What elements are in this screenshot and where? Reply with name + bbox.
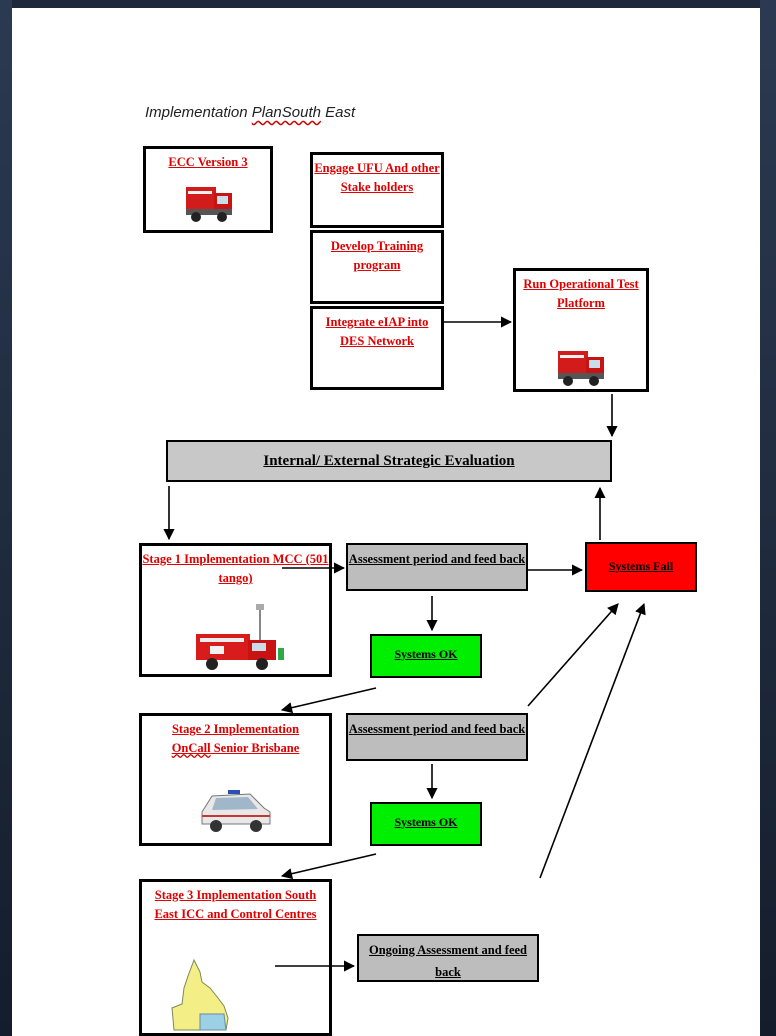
stage2-label-suffix: Senior Brisbane [210,741,300,755]
strategic-evaluation-label: Internal/ External Strategic Evaluation [263,453,515,469]
arrow-ok2-to-stage3 [280,853,377,880]
assessment-period-label-2: Assessment period and feed back [348,722,526,736]
arrow-assessment2-to-fail [527,603,619,707]
command-vehicle-icon [196,604,284,670]
integrate-eiap-label: Integrate eIAP into DES Network [325,315,429,348]
ongoing-assessment-box: Ongoing Assessment and feed back [357,934,539,982]
title-squiggly-word: PlanSouth [251,104,321,121]
arrow-ok1-to-stage2 [280,687,377,714]
queensland-map-icon [171,958,229,1031]
integrate-eiap-box: Integrate eIAP into DES Network [310,306,444,390]
stage2-label-line1: Stage 2 Implementation [171,722,300,736]
assessment-period-box-1: Assessment period and feed back [346,543,528,591]
stage1-implementation-label: Stage 1 Implementation MCC (501 tango) [142,552,329,585]
strategic-evaluation-box: Internal/ External Strategic Evaluation [166,440,612,482]
title-suffix: East [320,104,356,121]
systems-ok-box-1: Systems OK [370,634,482,678]
develop-training-label: Develop Training program [330,239,424,272]
systems-ok-box-2: Systems OK [370,802,482,846]
develop-training-box: Develop Training program [310,230,444,304]
systems-fail-label: Systems Fail [608,559,674,573]
systems-ok-label-1: Systems OK [394,647,458,661]
assessment-period-label-1: Assessment period and feed back [348,552,526,566]
page-title: Implementation PlanSouth East [145,104,355,121]
ongoing-assessment-label: Ongoing Assessment and feed back [368,943,527,979]
ecc-version-label: ECC Version 3 [168,155,248,169]
engage-stakeholders-box: Engage UFU And other Stake holders [310,152,444,228]
stage3-implementation-box: Stage 3 Implementation South East ICC an… [139,879,332,1036]
stage3-implementation-label: Stage 3 Implementation South East ICC an… [154,888,317,921]
fire-truck-icon [186,187,232,222]
stage1-implementation-box: Stage 1 Implementation MCC (501 tango) [139,543,332,677]
engage-stakeholders-label: Engage UFU And other Stake holders [314,161,440,194]
assessment-period-box-2: Assessment period and feed back [346,713,528,761]
title-prefix: Implementation [145,104,252,121]
ecc-version-box: ECC Version 3 [143,146,273,233]
fire-truck-icon [558,351,604,386]
slide-background-right [760,0,776,1036]
systems-ok-label-2: Systems OK [394,815,458,829]
stage2-label-squiggly: OnCall [171,741,211,755]
systems-fail-box: Systems Fail [585,542,697,592]
run-test-platform-label: Run Operational Test Platform [523,277,639,310]
arrow-ongoing-to-fail [539,602,646,879]
slide-background-left [0,0,12,1036]
sedan-car-icon [201,790,271,832]
run-test-platform-box: Run Operational Test Platform [513,268,649,392]
